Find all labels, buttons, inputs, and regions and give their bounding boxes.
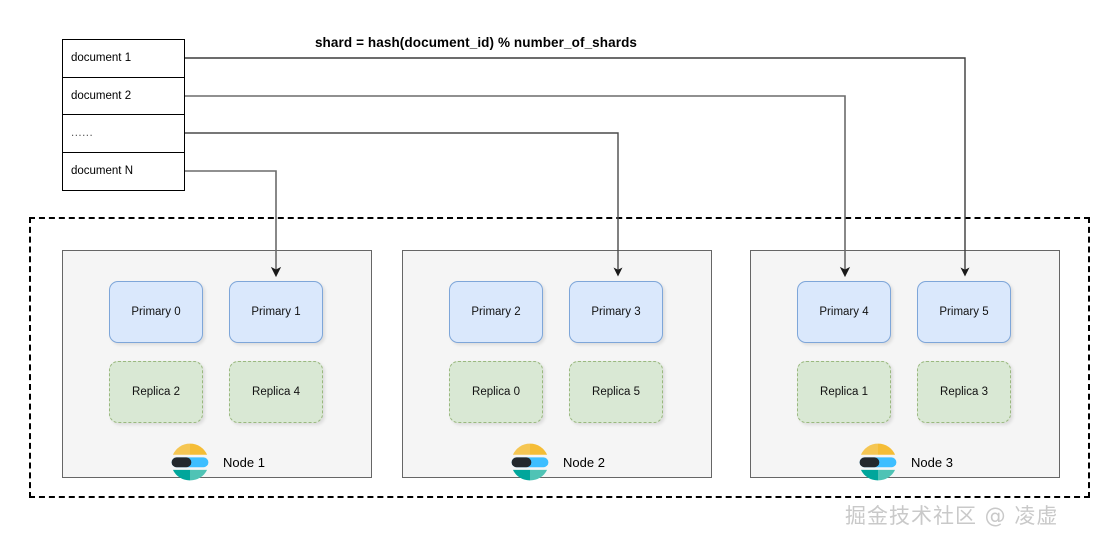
shard-primary-4: Primary 4: [797, 281, 891, 343]
shard-primary-1: Primary 1: [229, 281, 323, 343]
node-footer-3: Node 3: [751, 441, 1059, 483]
shard-primary-0: Primary 0: [109, 281, 203, 343]
shard-replica-5: Replica 5: [569, 361, 663, 423]
node-name-label: Node 1: [223, 454, 265, 470]
shard-primary-5: Primary 5: [917, 281, 1011, 343]
elasticsearch-logo-icon: [509, 441, 551, 483]
shard-label: Replica 4: [252, 386, 300, 398]
document-row-1: document 1: [63, 40, 184, 78]
watermark-text: 掘金技术社区 @ 凌虚: [845, 504, 1059, 528]
node-box-1: Primary 0 Primary 1 Replica 2 Replica 4: [62, 250, 372, 481]
shard-replica-0: Replica 0: [449, 361, 543, 423]
node-footer-1: Node 1: [63, 441, 371, 483]
document-row-label: ......: [71, 127, 94, 140]
shard-label: Replica 0: [472, 386, 520, 398]
elasticsearch-logo-icon: [169, 441, 211, 483]
document-row-2: document 2: [63, 78, 184, 115]
shard-primary-3: Primary 3: [569, 281, 663, 343]
shard-label: Replica 2: [132, 386, 180, 398]
node-footer-2: Node 2: [403, 441, 711, 483]
shard-label: Replica 5: [592, 386, 640, 398]
node-box-3: Primary 4 Primary 5 Replica 1 Replica 3: [750, 250, 1060, 481]
document-row-n: document N: [63, 153, 184, 191]
shard-label: Replica 3: [940, 386, 988, 398]
shard-label: Primary 5: [939, 306, 989, 318]
document-list-table: document 1 document 2 ...... document N: [62, 39, 185, 191]
shard-replica-3: Replica 3: [917, 361, 1011, 423]
shard-label: Primary 2: [471, 306, 521, 318]
document-row-label: document 2: [71, 89, 132, 102]
shard-primary-2: Primary 2: [449, 281, 543, 343]
shard-label: Primary 3: [591, 306, 641, 318]
shard-label: Replica 1: [820, 386, 868, 398]
shard-label: Primary 1: [251, 306, 301, 318]
shard-formula-label: shard = hash(document_id) % number_of_sh…: [314, 35, 638, 50]
shard-label: Primary 4: [819, 306, 869, 318]
elasticsearch-logo-icon: [857, 441, 899, 483]
document-row-label: document 1: [71, 52, 132, 65]
shard-replica-1: Replica 1: [797, 361, 891, 423]
shard-replica-4: Replica 4: [229, 361, 323, 423]
node-box-2: Primary 2 Primary 3 Replica 0 Replica 5: [402, 250, 712, 481]
node-name-label: Node 2: [563, 454, 605, 470]
node-name-label: Node 3: [911, 454, 953, 470]
document-row-label: document N: [71, 165, 134, 178]
document-row-ellipsis: ......: [63, 115, 184, 153]
shard-replica-2: Replica 2: [109, 361, 203, 423]
shard-label: Primary 0: [131, 306, 181, 318]
